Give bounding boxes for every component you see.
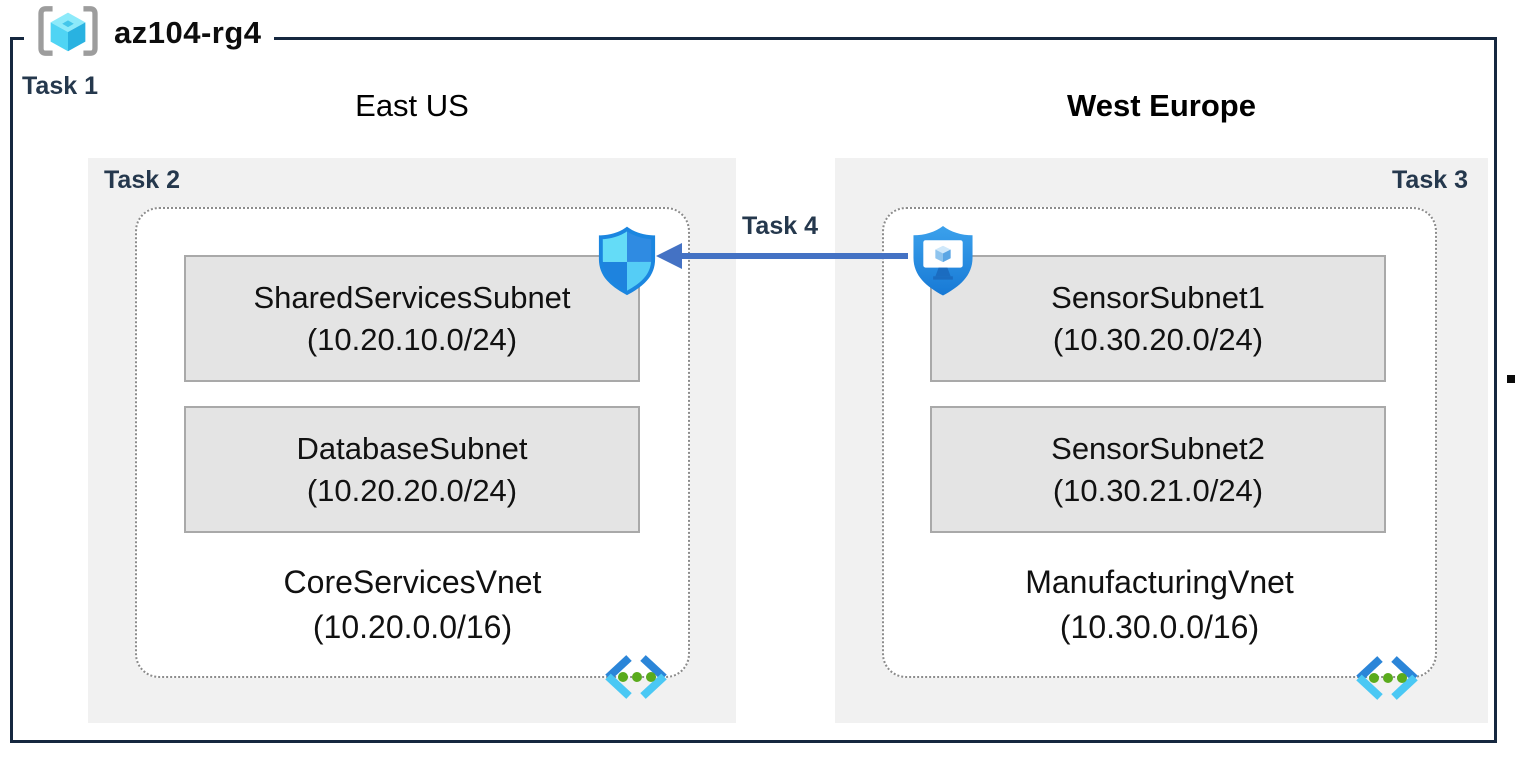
- bastion-shield-monitor-icon: [908, 223, 978, 304]
- resource-group-title: az104-rg4: [114, 15, 262, 50]
- vnet-label-coreservices: CoreServicesVnet (10.20.0.0/16): [135, 560, 690, 650]
- subnet-database: DatabaseSubnet (10.20.20.0/24): [184, 406, 640, 533]
- network-security-shield-icon: [596, 226, 658, 301]
- task2-label: Task 2: [104, 166, 180, 194]
- edge-dash-artifact: [1507, 375, 1515, 383]
- virtual-network-icon: [601, 654, 671, 705]
- task3-label: Task 3: [1392, 166, 1468, 194]
- vnet-label-manufacturing: ManufacturingVnet (10.30.0.0/16): [882, 560, 1437, 650]
- vnet-cidr: (10.30.0.0/16): [1059, 609, 1260, 645]
- peering-arrow-head-icon: [656, 243, 682, 269]
- subnet-name: SharedServicesSubnet: [253, 279, 571, 315]
- resource-group-icon: [36, 4, 100, 63]
- peering-arrow-line: [680, 253, 908, 259]
- subnet-name: SensorSubnet1: [1051, 279, 1265, 315]
- vnet-name: ManufacturingVnet: [1025, 564, 1294, 600]
- task4-label: Task 4: [742, 212, 818, 240]
- task1-label: Task 1: [22, 72, 98, 100]
- subnet-cidr: (10.30.20.0/24): [1052, 321, 1264, 357]
- subnet-cidr: (10.20.10.0/24): [306, 321, 518, 357]
- region-label-east-us: East US: [355, 88, 469, 123]
- subnet-sensor2: SensorSubnet2 (10.30.21.0/24): [930, 406, 1386, 533]
- resource-group-header: az104-rg4: [24, 2, 274, 64]
- vnet-cidr: (10.20.0.0/16): [312, 609, 513, 645]
- subnet-sharedservices: SharedServicesSubnet (10.20.10.0/24): [184, 255, 640, 382]
- subnet-name: SensorSubnet2: [1051, 430, 1265, 466]
- vnet-name: CoreServicesVnet: [283, 564, 542, 600]
- subnet-cidr: (10.30.21.0/24): [1052, 472, 1264, 508]
- subnet-sensor1: SensorSubnet1 (10.30.20.0/24): [930, 255, 1386, 382]
- subnet-name: DatabaseSubnet: [296, 430, 528, 466]
- resource-group-frame: [10, 37, 1497, 743]
- region-label-west-europe: West Europe: [1067, 88, 1256, 123]
- subnet-cidr: (10.20.20.0/24): [306, 472, 518, 508]
- virtual-network-icon: [1352, 655, 1422, 706]
